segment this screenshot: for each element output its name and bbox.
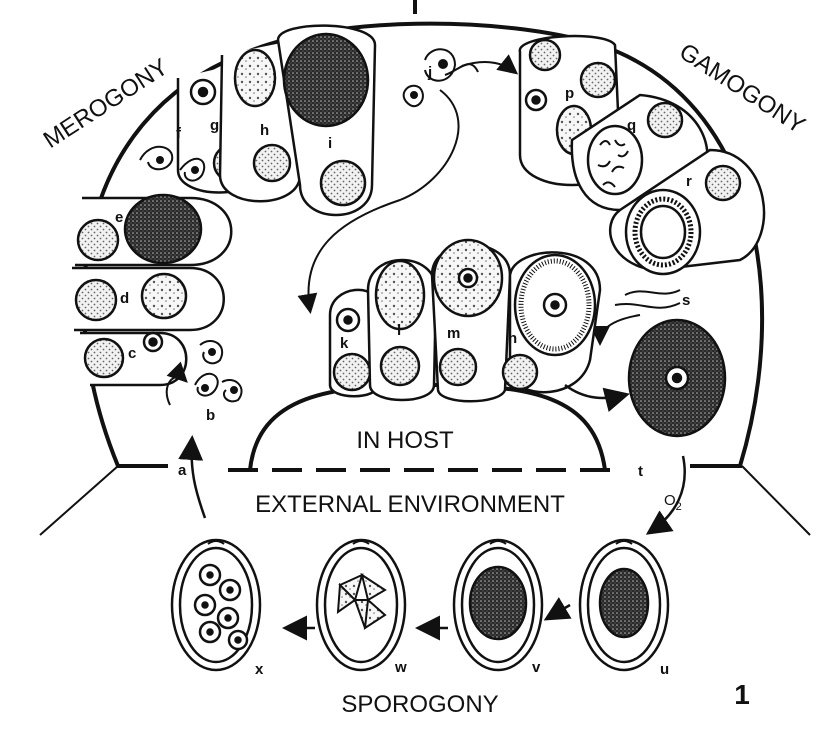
stage-label-v: v (532, 659, 541, 676)
stage-label-i: i (328, 135, 332, 152)
stage-label-p: p (565, 85, 574, 102)
sporogony-title: SPOROGONY (341, 691, 498, 718)
sporogony-oocysts (172, 540, 668, 670)
stage-label-e: e (115, 209, 123, 226)
stage-label-q: q (627, 117, 636, 134)
oocyst-t (629, 320, 725, 436)
gametocyte-cells (330, 240, 600, 401)
stage-label-n: n (508, 330, 517, 347)
stage-label-t: t (638, 463, 643, 480)
merogony-cells-top (178, 26, 375, 215)
stage-label-c: c (128, 345, 136, 362)
oocyst-micropyles (208, 541, 632, 544)
stage-label-h: h (260, 122, 269, 139)
stage-label-m: m (447, 325, 460, 342)
stage-label-w: w (394, 659, 407, 676)
stage-label-k: k (340, 335, 349, 352)
stage-label-u: u (660, 661, 669, 678)
stage-label-l: l (397, 322, 401, 339)
stage-label-s: s (682, 292, 690, 309)
stage-label-d: d (120, 290, 129, 307)
merogony-cells-left (72, 195, 231, 385)
stage-label-a: a (178, 462, 187, 479)
oxygen-subscript: 2 (676, 501, 682, 513)
stage-label-j: j (427, 64, 432, 81)
oxygen-base: O (664, 492, 676, 509)
stage-label-r: r (686, 173, 692, 190)
merogony-title: MEROGONY (39, 54, 173, 154)
stage-label-b: b (206, 407, 215, 424)
stage-label-x: x (255, 661, 264, 678)
figure-number: 1 (734, 679, 750, 710)
external-environment-label: EXTERNAL ENVIRONMENT (255, 491, 565, 518)
stage-label-g: g (210, 117, 219, 134)
in-host-label: IN HOST (356, 427, 454, 454)
